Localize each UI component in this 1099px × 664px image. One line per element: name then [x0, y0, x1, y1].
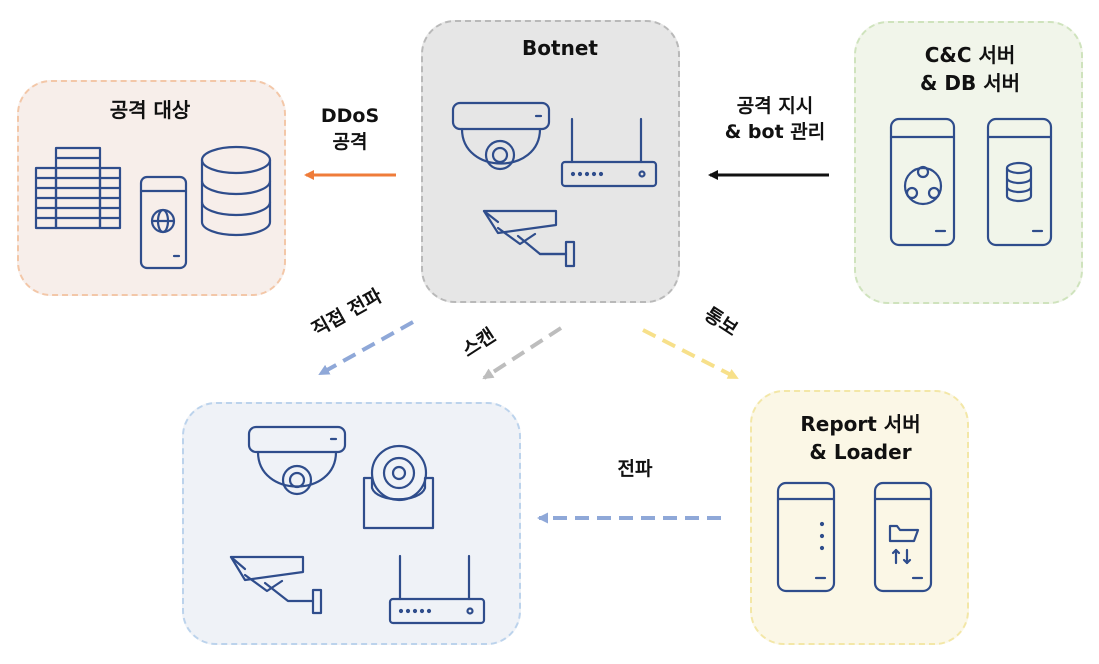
- botnet-group-title: Botnet: [522, 36, 598, 60]
- spread-label: 전파: [617, 458, 653, 480]
- cnc-group-title: C&C 서버 & DB 서버: [919, 43, 1020, 95]
- report-loader-group: [750, 390, 969, 645]
- database-icon: [200, 145, 272, 237]
- web-server-icon: [139, 175, 188, 270]
- report-group-title: Report 서버 & Loader: [800, 412, 921, 464]
- target-group-title: 공격 대상: [109, 98, 191, 122]
- infected-dome-camera-icon: [247, 425, 347, 496]
- command-label: 공격 지시 & bot 관리: [724, 95, 826, 143]
- report-arrow: [642, 328, 739, 380]
- infected-devices-group: [182, 402, 521, 645]
- bullet-camera-icon: [482, 209, 576, 268]
- infected-bullet-camera-icon: [229, 555, 323, 615]
- direct-spread-arrow: [318, 320, 414, 376]
- cnc-db-server-group: [854, 21, 1083, 304]
- router-icon: [560, 117, 658, 188]
- scan-arrow: [482, 326, 563, 380]
- loader-server-icon: [873, 481, 933, 593]
- db-server-icon: [986, 117, 1053, 247]
- report-server-icon: [776, 481, 836, 593]
- server-rack-icon: [34, 146, 122, 230]
- infected-router-icon: [388, 554, 486, 625]
- ddos-label: DDoS 공격: [320, 105, 380, 153]
- ip-camera-icon: [362, 444, 435, 530]
- cnc-server-icon: [889, 117, 956, 247]
- dome-camera-icon: [451, 101, 551, 171]
